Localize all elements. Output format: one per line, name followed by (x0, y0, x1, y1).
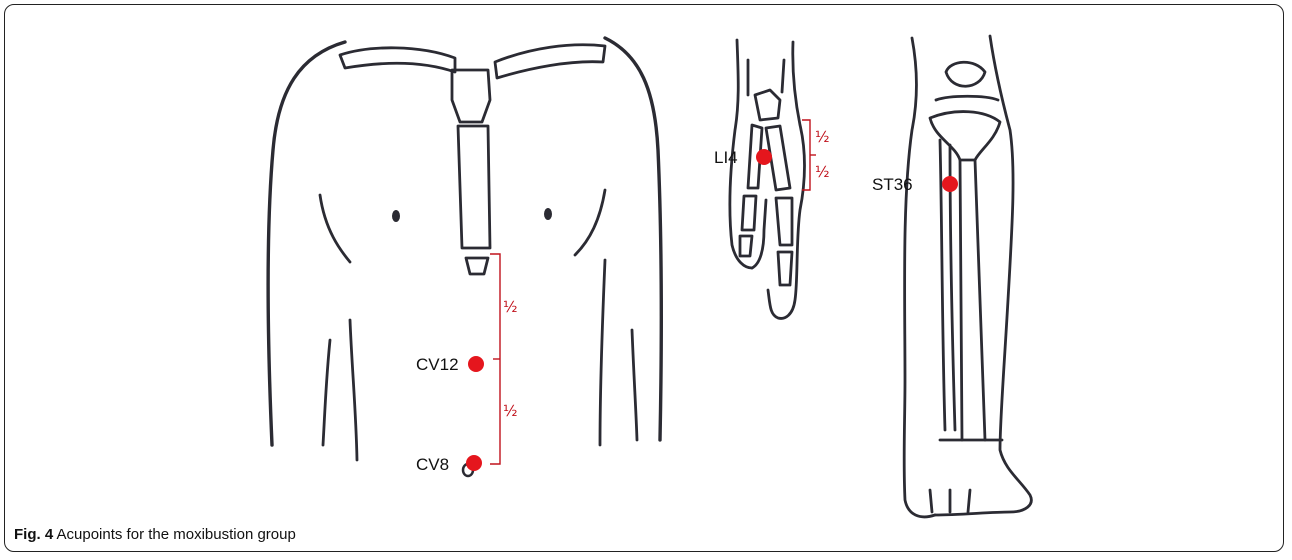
st36-label: ST36 (872, 175, 913, 194)
li4-label: LI4 (714, 148, 738, 167)
hand-lower-fraction: ½ (815, 163, 830, 181)
torso-lower-fraction: ½ (503, 402, 518, 420)
torso-upper-fraction: ½ (503, 298, 518, 316)
hand-upper-fraction: ½ (815, 128, 830, 146)
cv12-point (468, 356, 484, 372)
caption-figure-number: Fig. 4 (14, 526, 53, 543)
torso-bracket (490, 254, 500, 464)
hand-outline (730, 40, 805, 318)
torso-outline (268, 38, 661, 476)
li4-point (756, 149, 772, 165)
st36-point (942, 176, 958, 192)
caption-text: Acupoints for the moxibustion group (57, 526, 296, 543)
cv8-point (466, 455, 482, 471)
figure-caption: Fig. 4 Acupoints for the moxibustion gro… (14, 526, 296, 543)
leg-outline (904, 36, 1031, 517)
cv8-label: CV8 (416, 455, 449, 474)
cv12-label: CV12 (416, 355, 459, 374)
